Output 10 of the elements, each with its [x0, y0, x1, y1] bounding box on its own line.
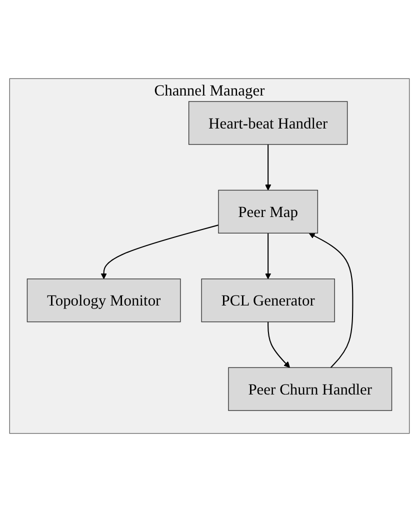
node-box: Peer Map [218, 190, 318, 234]
arrow [308, 233, 354, 368]
node-box: Topology Monitor [26, 279, 181, 323]
node-box: Heart-beat Handler [188, 102, 348, 146]
arrow [264, 144, 272, 191]
node-box: Peer Churn Handler [228, 368, 392, 412]
node-box: PCL Generator [201, 279, 335, 323]
arrow [268, 322, 290, 368]
arrow [264, 234, 272, 280]
arrow [100, 225, 219, 280]
